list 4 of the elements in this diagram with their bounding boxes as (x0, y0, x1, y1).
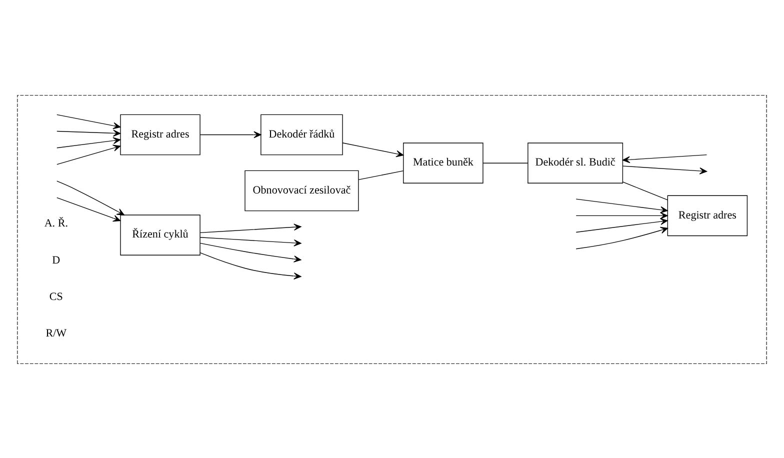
label: D (52, 254, 60, 266)
label: CS (49, 290, 63, 302)
label: R/W (46, 327, 67, 340)
label: A. Ř. (44, 217, 68, 230)
